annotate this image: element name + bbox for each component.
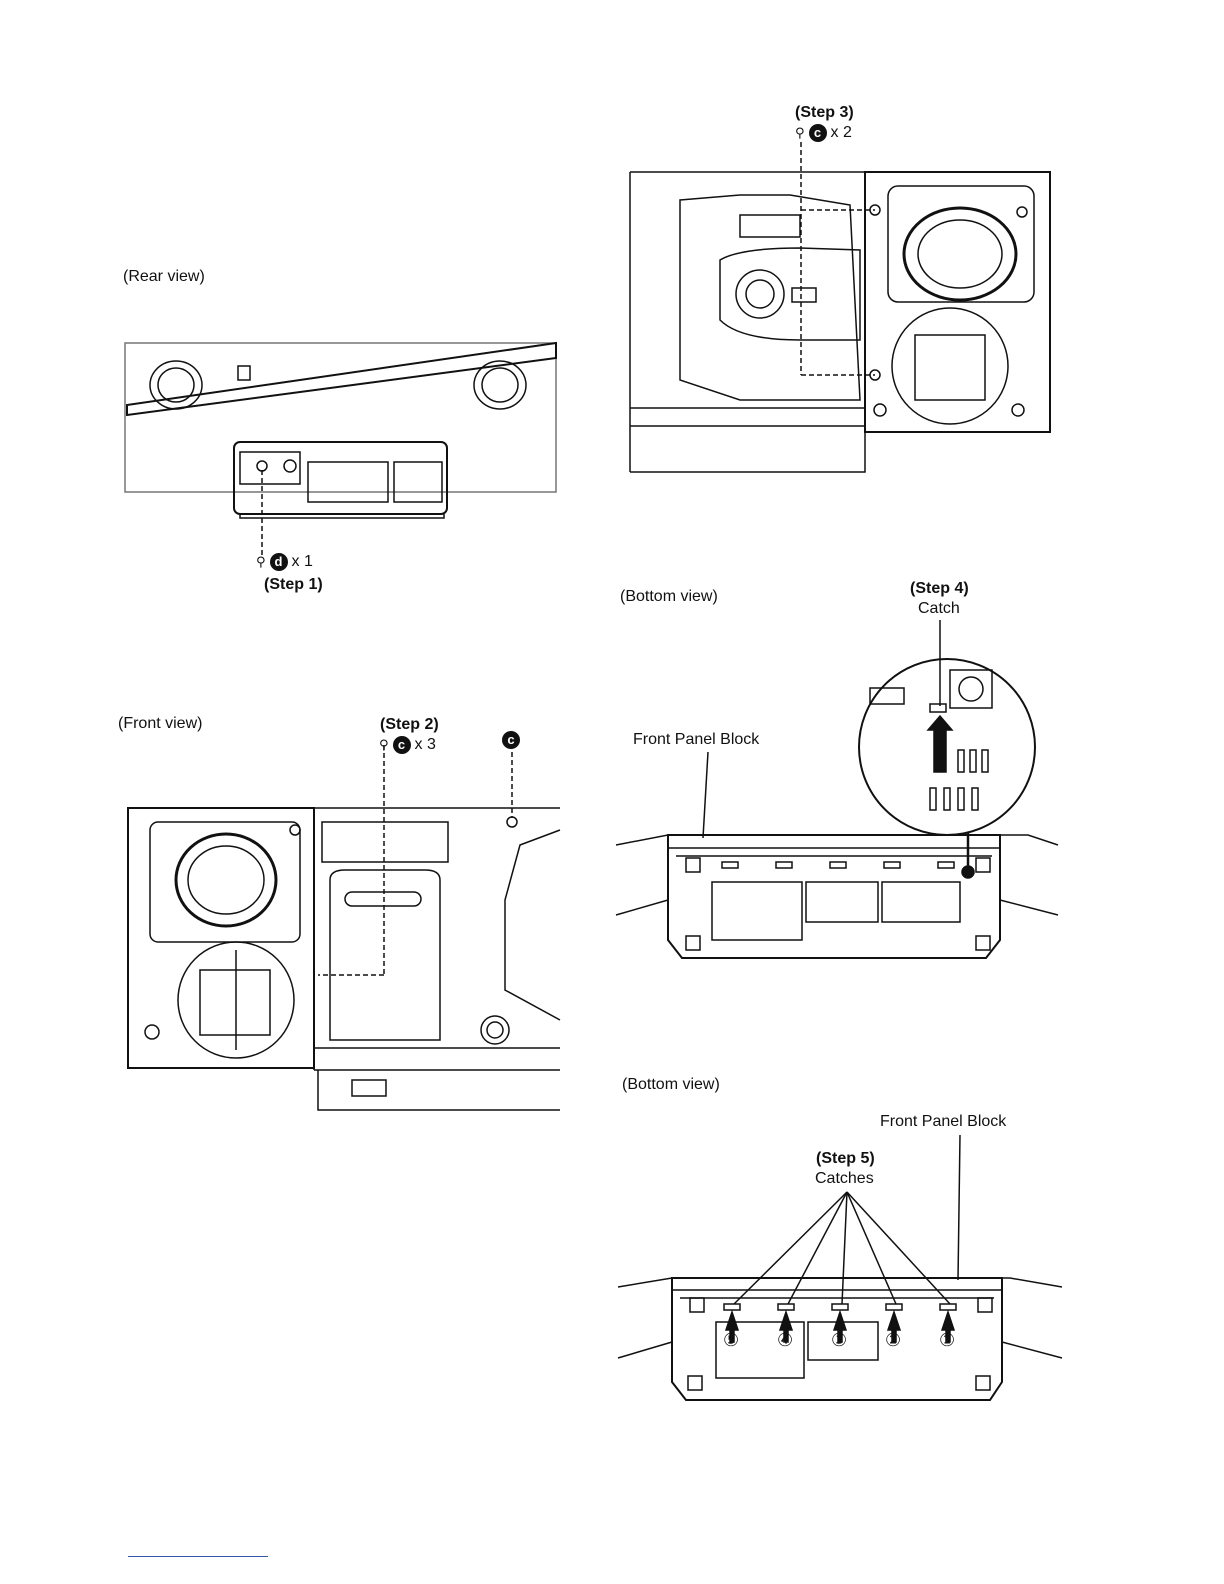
screw-letter-badge: c [809,124,827,142]
screw-icon: ⚲ [256,554,266,570]
step4-catch-label: Catch [918,600,960,618]
step1-label: (Step 1) [264,576,323,594]
bottom-view-1-drawing [616,620,1058,958]
step5-label: (Step 5) [816,1150,875,1168]
screw-icon: ⚲ [379,737,389,753]
step5-catches-label: Catches [815,1170,874,1188]
step2-label: (Step 2) [380,716,439,734]
front-panel-block-label-1: Front Panel Block [633,731,759,749]
catch-number-4: ④ [777,1330,793,1351]
step3-label: (Step 3) [795,104,854,122]
rear-view-label: (Rear view) [123,268,205,286]
step3-screw-callout: ⚲ c x 2 [795,124,852,142]
screw-letter-badge: d [270,553,288,571]
screw-letter-badge: c [393,736,411,754]
step2-extra-screw: c [502,731,520,749]
screw-count: x 3 [415,736,436,754]
catch-number-5: ⑤ [723,1330,739,1351]
catch-number-2: ② [885,1330,901,1351]
front-panel-block-label-2: Front Panel Block [880,1113,1006,1131]
front-view-drawing [128,745,560,1110]
footer-rule [128,1556,268,1557]
step4-label: (Step 4) [910,580,969,598]
step3-drawing [630,142,1050,472]
catch-number-3: ③ [831,1330,847,1351]
screw-count: x 2 [831,124,852,142]
step2-screw-callout: ⚲ c x 3 [379,736,436,754]
bottom-view-label-1: (Bottom view) [620,588,718,606]
bottom-view-label-2: (Bottom view) [622,1076,720,1094]
screw-count: x 1 [292,553,313,571]
rear-view-drawing [125,343,556,555]
front-view-label: (Front view) [118,715,202,733]
step1-screw-callout: ⚲ d x 1 [256,553,313,571]
catch-number-1: ① [939,1330,955,1351]
screw-letter-badge: c [502,731,520,749]
screw-icon: ⚲ [795,125,805,141]
